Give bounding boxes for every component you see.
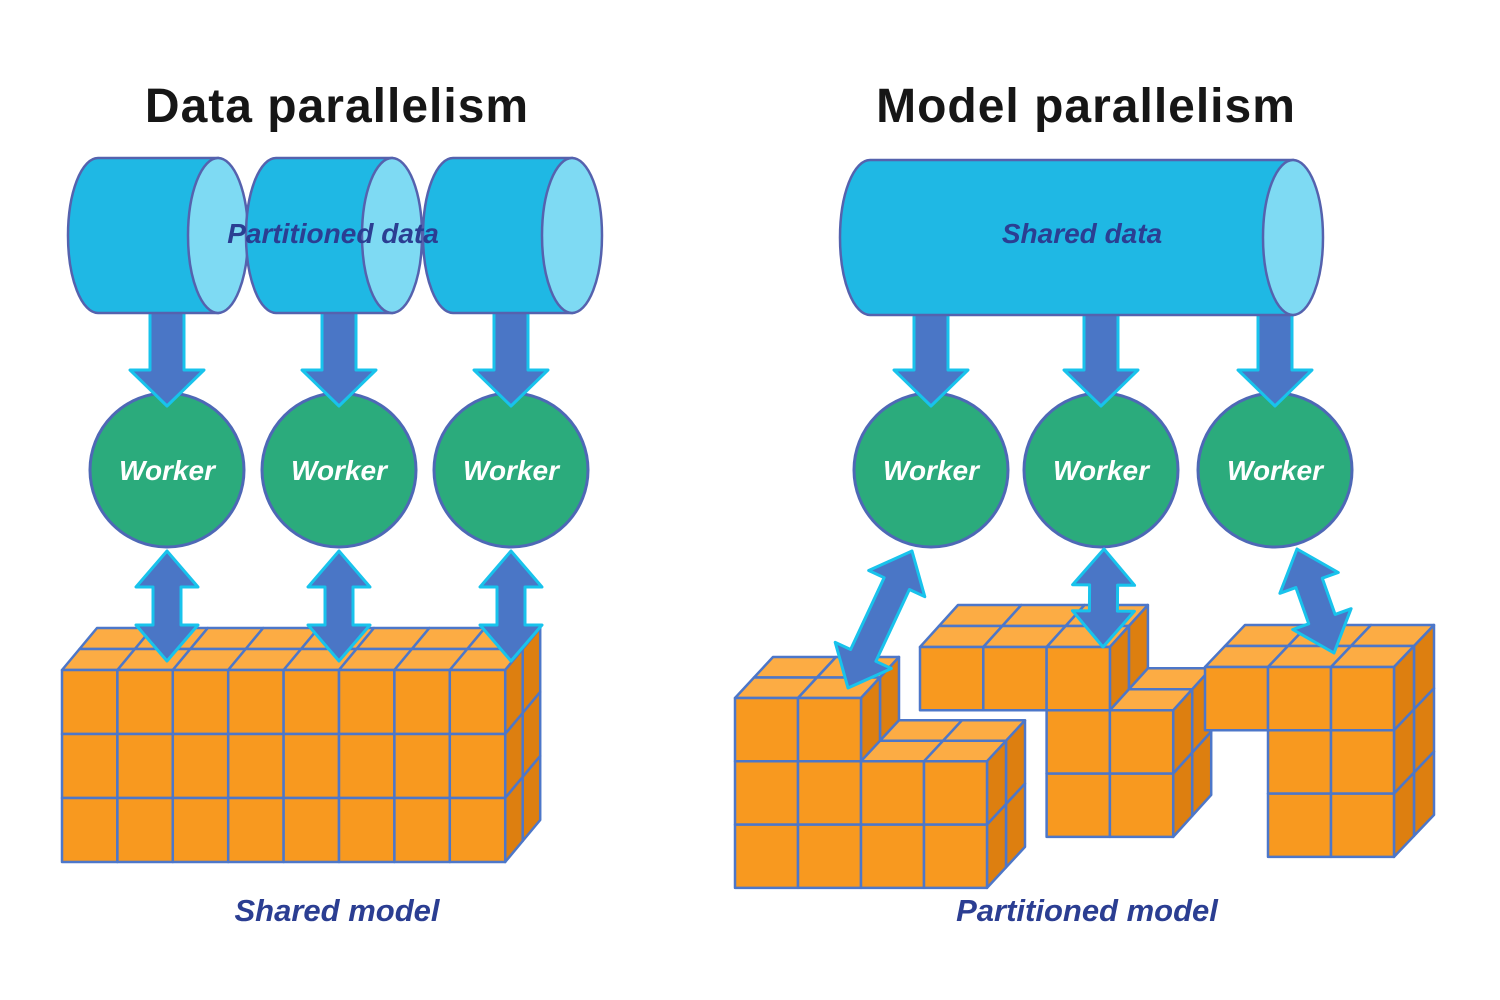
worker-label: Worker — [463, 455, 561, 486]
cube-front-face — [733, 696, 800, 763]
left-title: Data parallelism — [145, 80, 529, 133]
cube-front-face — [1108, 709, 1175, 775]
cube-front-face — [982, 645, 1048, 712]
cube-front-face — [733, 823, 800, 890]
cube-front-face — [282, 668, 341, 736]
cube-front-face — [1108, 772, 1175, 839]
cube-front-face — [337, 668, 396, 736]
cube-front-face — [796, 823, 863, 890]
cube-front-face — [922, 760, 989, 826]
partitioned-data-cylinders — [66, 156, 604, 315]
worker-to-model-arrows — [134, 549, 544, 663]
down-arrow-icon — [1062, 309, 1140, 408]
worker-label: Worker — [1227, 455, 1325, 486]
cube-front-face — [116, 796, 175, 864]
cube-front-face — [393, 668, 452, 736]
worker-label: Worker — [119, 455, 217, 486]
down-arrow-icon — [892, 309, 970, 408]
cube-front-face — [1045, 709, 1112, 775]
sync-arrow-icon — [306, 549, 372, 663]
data-cylinder — [421, 156, 604, 315]
cube-front-face — [1045, 645, 1112, 712]
cube-front-face — [859, 760, 926, 826]
sync-arrow-icon — [1070, 547, 1137, 649]
shared-data-label: Shared data — [1002, 218, 1162, 249]
shared-model-label: Shared model — [235, 893, 441, 928]
cube-front-face — [448, 796, 507, 864]
down-arrow-icon — [472, 309, 550, 408]
data-to-worker-arrows — [128, 309, 550, 408]
cube-front-face — [1203, 665, 1270, 732]
sync-arrow-icon — [478, 549, 544, 663]
cube-front-face — [282, 732, 341, 800]
cube-front-face — [922, 823, 989, 890]
partitioned-model-block-1 — [733, 655, 1027, 890]
cube-front-face — [60, 668, 119, 736]
cube-front-face — [337, 796, 396, 864]
worker-to-model-arrows — [833, 547, 1353, 690]
cube-front-face — [337, 732, 396, 800]
partitioned-model-block-3 — [1203, 623, 1436, 859]
cube-front-face — [1045, 772, 1112, 839]
sync-arrow-icon — [833, 549, 927, 690]
down-arrow-icon — [1236, 309, 1314, 408]
partitioned-model-block-2 — [918, 603, 1213, 839]
cube-front-face — [448, 668, 507, 736]
right-panel: Model parallelism Shared data Worker Wor… — [733, 80, 1436, 928]
shared-data-cylinder — [838, 158, 1325, 317]
cube-front-face — [116, 668, 175, 736]
left-workers — [88, 391, 590, 549]
cube-front-face — [393, 732, 452, 800]
cube-front-face — [171, 796, 230, 864]
cube-front-face — [918, 645, 985, 712]
cube-front-face — [796, 760, 863, 826]
cube-front-face — [60, 732, 119, 800]
cube-front-face — [1266, 729, 1333, 795]
cube-front-face — [448, 732, 507, 800]
cube-front-face — [171, 732, 230, 800]
cube-front-face — [282, 796, 341, 864]
cube-front-face — [1329, 792, 1396, 859]
sync-arrow-icon — [1278, 547, 1353, 655]
worker-label: Worker — [291, 455, 389, 486]
worker-label: Worker — [883, 455, 981, 486]
cube-front-face — [796, 696, 863, 763]
cube-front-face — [393, 796, 452, 864]
cube-front-face — [733, 760, 800, 826]
cube-front-face — [226, 668, 285, 736]
shared-model-block — [60, 626, 542, 864]
cube-front-face — [171, 668, 230, 736]
cube-front-face — [226, 732, 285, 800]
data-cylinder — [66, 156, 250, 315]
cube-front-face — [1329, 665, 1396, 732]
partitioned-model-label: Partitioned model — [956, 893, 1219, 928]
partitioned-data-label: Partitioned data — [227, 218, 439, 249]
cube-front-face — [60, 796, 119, 864]
cube-front-face — [116, 732, 175, 800]
down-arrow-icon — [300, 309, 378, 408]
sync-arrow-icon — [134, 549, 200, 663]
cube-front-face — [1266, 665, 1333, 732]
cube-front-face — [226, 796, 285, 864]
cube-front-face — [1266, 792, 1333, 859]
left-panel: Data parallelism Partitioned data Worker… — [60, 80, 604, 928]
down-arrow-icon — [128, 309, 206, 408]
right-title: Model parallelism — [876, 80, 1296, 133]
worker-label: Worker — [1053, 455, 1151, 486]
data-cylinder — [244, 156, 424, 315]
data-to-worker-arrows — [892, 309, 1314, 408]
cube-front-face — [859, 823, 926, 890]
cube-front-face — [1329, 729, 1396, 795]
